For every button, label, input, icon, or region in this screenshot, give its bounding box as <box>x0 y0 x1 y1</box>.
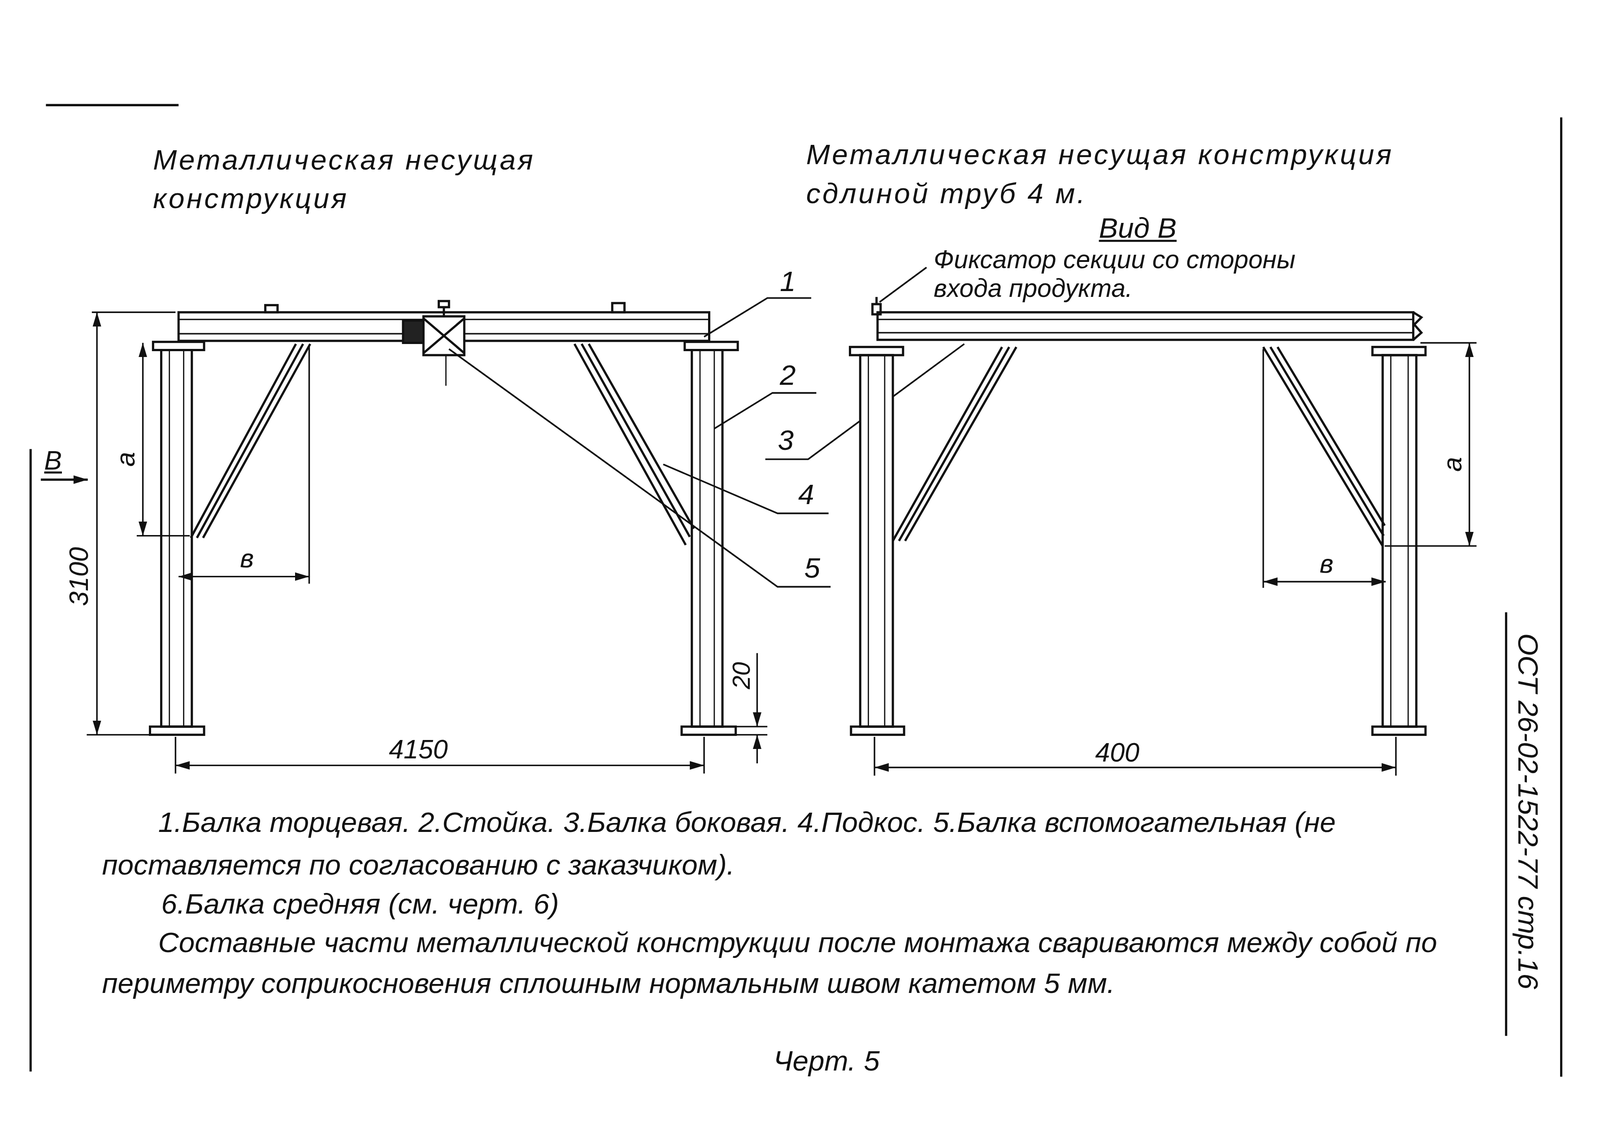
dimension-line <box>95 312 98 735</box>
clamp-stud <box>438 300 449 308</box>
leader-line <box>714 392 817 429</box>
callout-number: 1 <box>779 267 796 296</box>
clamp-block <box>403 320 426 344</box>
dimension-line <box>175 764 705 766</box>
dimension-label: а <box>1438 456 1466 472</box>
leader-line <box>448 348 831 587</box>
clamp-stud <box>442 307 445 317</box>
view-heading: Металлическая несущая конструкция сдлино… <box>806 135 1429 214</box>
view-heading: Металлическая несущая конструкция <box>152 140 561 219</box>
brace <box>191 343 695 545</box>
extension-line <box>86 312 176 735</box>
base-plate <box>149 726 205 735</box>
leader-line <box>879 267 927 302</box>
drawing-caption: Черт. 5 <box>773 1047 880 1076</box>
view-marker: В <box>44 447 62 474</box>
dimension-line <box>756 734 758 764</box>
sheet-frame <box>30 104 1561 1077</box>
dimension-line <box>178 575 309 578</box>
dimension-line <box>1263 580 1386 583</box>
section-fixator <box>875 296 878 305</box>
dimension-label: а <box>112 452 139 467</box>
parts-note: 6.Балка средняя (см. черт. 6) <box>161 885 560 923</box>
callout-number: 3 <box>777 426 794 456</box>
dimension-label: 20 <box>729 661 755 690</box>
base-plate <box>681 726 736 735</box>
post <box>849 347 905 735</box>
center-line <box>445 355 447 386</box>
dimension-line <box>1468 343 1470 547</box>
fixator-note: Фиксатор секции со стороны входа продукт… <box>933 244 1312 302</box>
post-cap <box>849 347 903 356</box>
post-line <box>169 349 184 727</box>
auxiliary-beam-clamp <box>403 300 465 386</box>
dimension-label: 4150 <box>388 735 448 763</box>
extension-line <box>1262 348 1264 588</box>
callout-number: 4 <box>798 480 814 510</box>
post-outline <box>1382 355 1417 727</box>
beam-lug <box>612 303 625 313</box>
view-arrow <box>40 478 88 481</box>
dimension-lines <box>40 312 768 774</box>
section-fixator <box>872 304 881 315</box>
leader-line <box>704 297 812 337</box>
dimension-line <box>874 766 1396 768</box>
extension-line <box>874 736 1396 776</box>
beam-flange <box>877 319 1414 333</box>
post <box>149 341 205 735</box>
frame-line <box>1504 612 1508 1036</box>
dimension-label: 3100 <box>65 547 92 607</box>
extension-line <box>136 534 190 537</box>
welding-note: Составные части металлической конструкци… <box>102 922 1460 1005</box>
dimension-label: в <box>1319 549 1334 577</box>
clamp-cross <box>423 318 465 353</box>
clamp-body <box>423 316 465 355</box>
parts-note: 1.Балка торцевая. 2.Стойка. 3.Балка боко… <box>102 800 1460 887</box>
extension-line <box>308 345 310 584</box>
base-plate <box>1372 726 1426 735</box>
brace-strip <box>892 347 1017 541</box>
brace <box>892 347 1385 547</box>
frame-line <box>1560 117 1563 1077</box>
post-outline <box>691 349 723 727</box>
extension-line <box>1384 343 1477 547</box>
post-outline <box>161 349 192 727</box>
dimension-lines <box>874 343 1477 776</box>
beam-lug <box>265 304 278 313</box>
brace-strip <box>1263 347 1385 547</box>
beam-outline <box>877 312 1414 340</box>
post-cap <box>152 341 205 350</box>
dimension-label: в <box>239 544 254 572</box>
post-outline <box>860 355 893 727</box>
leader-line <box>663 464 829 514</box>
post-line <box>1391 355 1409 727</box>
brace-strip <box>574 343 694 545</box>
post-cap <box>1372 347 1426 356</box>
post-cap <box>684 341 738 350</box>
document-code: ОСТ 26-02-1522-77 стр.16 <box>1513 633 1543 990</box>
brace-strip <box>191 343 311 538</box>
frame-line <box>45 104 179 107</box>
dimension-line <box>756 652 758 727</box>
base-plate <box>851 726 905 735</box>
callout-number: 2 <box>779 361 796 391</box>
dimension-line <box>142 343 144 536</box>
view-label: Вид В <box>1099 214 1177 244</box>
frame-line <box>29 448 32 1072</box>
post-line <box>700 349 715 727</box>
side-beam <box>872 296 1422 340</box>
dimension-label: 400 <box>1095 738 1140 766</box>
extension-line <box>724 726 768 735</box>
callout-number: 5 <box>804 554 821 583</box>
post-line <box>868 355 885 727</box>
beam-end <box>1413 312 1422 340</box>
